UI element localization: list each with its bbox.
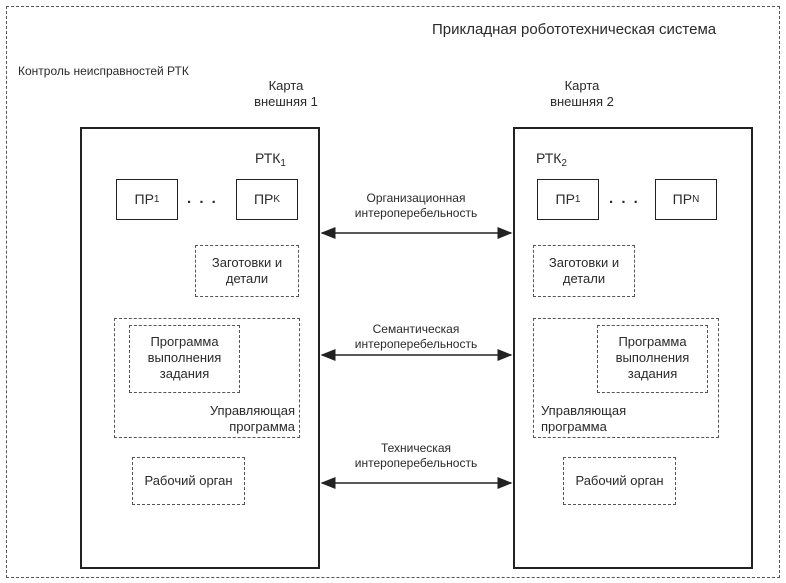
link-semantic-label: Семантическая интероперебельность bbox=[326, 322, 506, 352]
link-line: Техническая bbox=[380, 441, 451, 455]
rtk-2-title: РТК2 bbox=[536, 150, 567, 172]
task-line: задания bbox=[159, 366, 210, 381]
control-line: программа bbox=[229, 419, 295, 434]
rtk-1-box bbox=[80, 127, 320, 569]
card-external-2-label: Карта внешняя 2 bbox=[522, 78, 642, 110]
control-program-label-right: Управляющая программа bbox=[541, 403, 626, 435]
task-line: Программа bbox=[618, 334, 687, 349]
task-line: выполнения bbox=[147, 350, 222, 365]
pr-name: ПР bbox=[555, 191, 575, 207]
system-title: Прикладная робототехническая система bbox=[432, 21, 717, 38]
card-external-1-label: Карта внешняя 1 bbox=[226, 78, 346, 110]
worker-box-right: Рабочий орган bbox=[563, 457, 676, 505]
pr-ellipsis-right: . . . bbox=[609, 190, 640, 207]
link-line: Организационная bbox=[366, 191, 466, 205]
rtk-index: 2 bbox=[561, 158, 567, 169]
task-line: выполнения bbox=[615, 350, 690, 365]
pr-ellipsis-left: . . . bbox=[187, 190, 218, 207]
control-program-box-right bbox=[533, 318, 719, 438]
pr-index: N bbox=[692, 194, 700, 205]
blanks-line: Заготовки и bbox=[211, 255, 283, 270]
rtk-1-title: РТК1 bbox=[255, 150, 286, 172]
link-line: Семантическая bbox=[372, 322, 460, 336]
control-line: Управляющая bbox=[541, 403, 627, 418]
pr-index: 1 bbox=[153, 194, 160, 205]
rtk-name: РТК bbox=[536, 150, 562, 166]
link-line: интероперебельность bbox=[354, 337, 478, 351]
fault-control-label: Контроль неисправностей РТК bbox=[18, 64, 189, 78]
blanks-box-left: Заготовки и детали bbox=[195, 245, 299, 297]
blanks-line: детали bbox=[225, 271, 269, 286]
rtk-index: 1 bbox=[280, 158, 286, 169]
pr-index: K bbox=[273, 194, 281, 205]
pr-name: ПР bbox=[134, 191, 154, 207]
rtk-name: РТК bbox=[255, 150, 281, 166]
pr-name: ПР bbox=[672, 191, 693, 207]
task-line: задания bbox=[627, 366, 678, 381]
rtk-2-box bbox=[513, 127, 753, 569]
blanks-box-right: Заготовки и детали bbox=[533, 245, 635, 297]
worker-box-left: Рабочий орган bbox=[132, 457, 245, 505]
link-organizational-label: Организационная интероперебельность bbox=[326, 191, 506, 221]
outer-system-frame bbox=[6, 6, 780, 578]
worker-label: Рабочий орган bbox=[575, 473, 664, 488]
card-label-line: Карта bbox=[564, 78, 600, 93]
control-program-label-left: Управляющая программа bbox=[195, 403, 295, 435]
card-label-line: внешняя 1 bbox=[254, 94, 318, 109]
link-line: интероперебельность bbox=[354, 206, 478, 220]
control-line: Управляющая bbox=[209, 403, 295, 418]
blanks-line: Заготовки и bbox=[548, 255, 620, 270]
blanks-line: детали bbox=[562, 271, 606, 286]
pr-index: 1 bbox=[574, 194, 581, 205]
task-program-box-left: Программа выполнения задания bbox=[129, 325, 240, 393]
control-program-box-left bbox=[114, 318, 300, 438]
link-line: интероперебельность bbox=[354, 456, 478, 470]
worker-label: Рабочий орган bbox=[144, 473, 233, 488]
task-program-box-right: Программа выполнения задания bbox=[597, 325, 708, 393]
card-label-line: Карта bbox=[268, 78, 304, 93]
card-label-line: внешняя 2 bbox=[550, 94, 614, 109]
pr-name: ПР bbox=[253, 191, 274, 207]
task-line: Программа bbox=[150, 334, 219, 349]
control-line: программа bbox=[541, 419, 607, 434]
link-technical-label: Техническая интероперебельность bbox=[326, 441, 506, 471]
